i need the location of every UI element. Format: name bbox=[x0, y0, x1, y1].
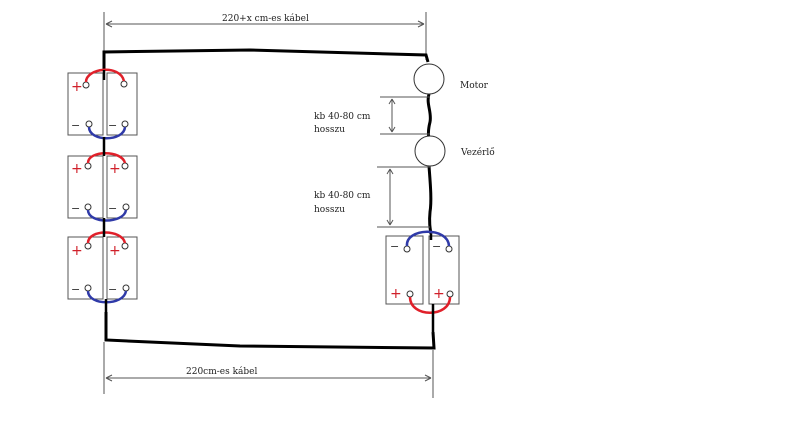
main-circuit-wire bbox=[102, 48, 436, 350]
minus-sign: − bbox=[71, 283, 80, 296]
plus-sign: + bbox=[71, 79, 83, 95]
top-cable-label: 220+x cm-es kábel bbox=[222, 13, 309, 24]
distance-label: kb 40-80 cm bbox=[314, 191, 371, 201]
positive-jumper bbox=[408, 296, 452, 314]
distance-motor-controller: kb 40-80 cm hosszu bbox=[314, 96, 430, 135]
distance-label: kb 40-80 cm bbox=[314, 112, 371, 122]
bottom-cable-dimension: 220cm-es kábel bbox=[103, 342, 434, 398]
negative-jumper bbox=[86, 209, 128, 222]
distance-controller-battery: kb 40-80 cm hosszu bbox=[314, 166, 430, 228]
plus-sign: + bbox=[109, 243, 121, 259]
controller-label: Vezérlő bbox=[460, 147, 495, 158]
battery bbox=[428, 235, 460, 305]
top-cable-dimension: 220+x cm-es kábel bbox=[103, 12, 427, 62]
battery bbox=[106, 155, 138, 219]
controller-component: Vezérlő bbox=[414, 135, 495, 167]
plus-sign: + bbox=[109, 161, 121, 177]
left-battery-bank: + − − + + − − + + − − bbox=[67, 68, 138, 312]
positive-jumper bbox=[86, 152, 127, 164]
minus-sign: − bbox=[108, 119, 117, 132]
plus-sign: + bbox=[433, 286, 445, 302]
minus-sign: − bbox=[71, 202, 80, 215]
motor-label: Motor bbox=[460, 81, 489, 91]
right-battery-bank: − − + + bbox=[385, 230, 460, 332]
motor-component: Motor bbox=[413, 63, 489, 95]
controller-circle bbox=[414, 135, 446, 167]
bottom-cable-label: 220cm-es kábel bbox=[186, 366, 258, 377]
motor-circle bbox=[413, 63, 445, 95]
minus-sign: − bbox=[108, 283, 117, 296]
minus-sign: − bbox=[390, 240, 399, 253]
minus-sign: − bbox=[432, 240, 441, 253]
minus-sign: − bbox=[71, 119, 80, 132]
minus-sign: − bbox=[108, 202, 117, 215]
distance-label: hosszu bbox=[314, 125, 345, 135]
negative-jumper bbox=[87, 126, 127, 140]
positive-jumper bbox=[86, 231, 127, 244]
plus-sign: + bbox=[71, 161, 83, 177]
distance-label: hosszu bbox=[314, 205, 345, 215]
plus-sign: + bbox=[71, 243, 83, 259]
plus-sign: + bbox=[390, 286, 402, 302]
negative-jumper bbox=[405, 230, 451, 247]
